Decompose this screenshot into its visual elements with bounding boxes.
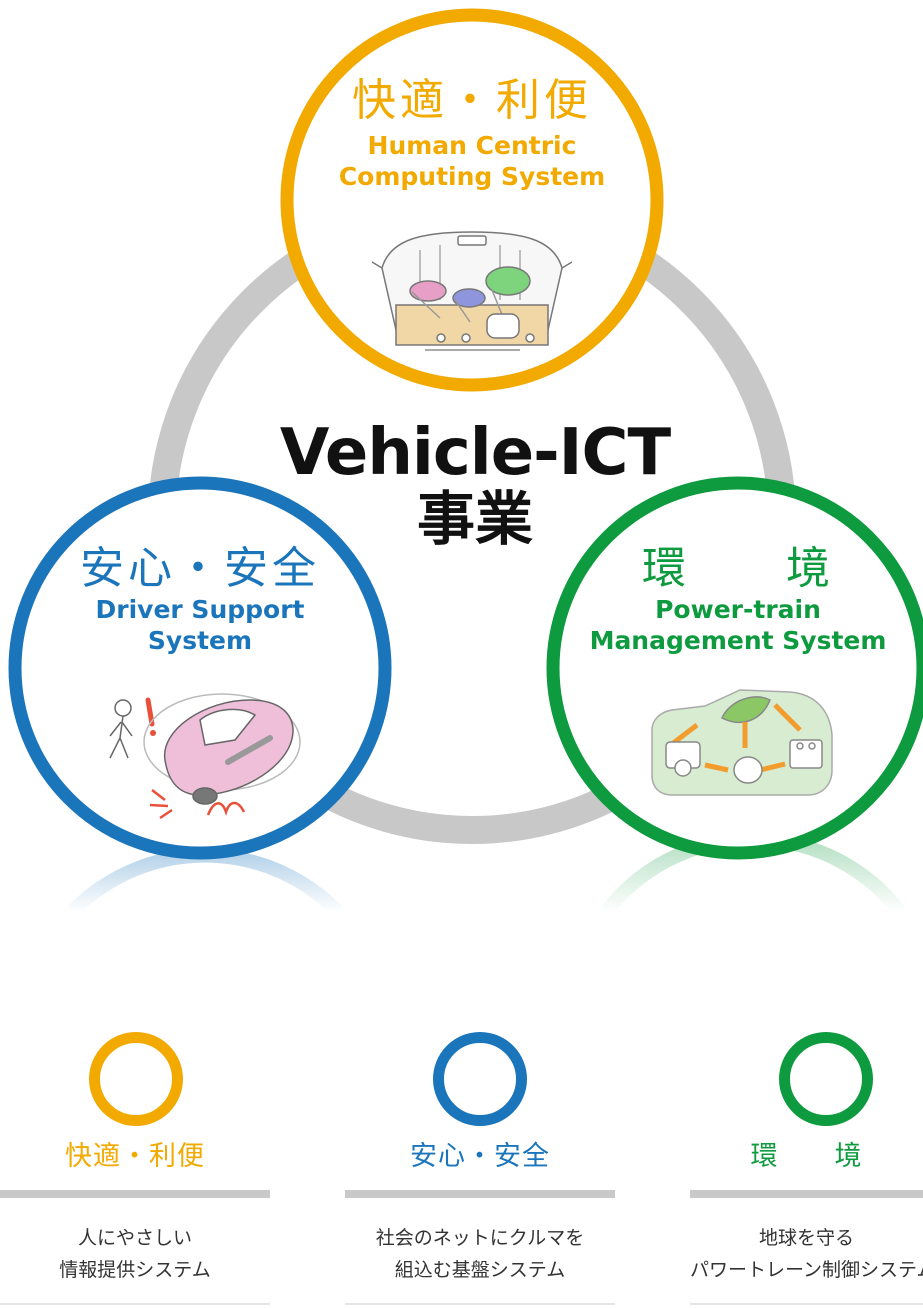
environment-circle-text: 環 境 Power-train Management System <box>588 543 888 657</box>
safety-circle <box>8 476 392 860</box>
safety-card-divider <box>345 1190 615 1198</box>
comfort-title: 快適・利便 <box>352 75 592 126</box>
comfort-card-bottom-line <box>0 1303 270 1305</box>
comfort-card-divider <box>0 1190 270 1198</box>
environment-subtitle-line2: Management System <box>589 626 887 656</box>
comfort-card-desc-line2: 情報提供システム <box>59 1259 211 1281</box>
environment-card-bottom-line <box>690 1303 923 1305</box>
reflection-blue <box>66 848 344 917</box>
comfort-card-description: 人にやさしい 情報提供システム <box>0 1222 280 1286</box>
comfort-subtitle-line1: Human Centric <box>367 131 577 161</box>
environment-card-description: 地球を守る パワートレーン制御システム <box>690 1222 923 1286</box>
car-interior-illustration <box>371 231 573 351</box>
environment-card-divider <box>690 1190 923 1198</box>
comfort-ring-icon <box>89 1032 183 1126</box>
environment-card-desc-line1: 地球を守る <box>758 1227 854 1249</box>
center-title-en: Vehicle-ICT <box>279 416 671 490</box>
safety-card-desc-line2: 組込む基盤システム <box>394 1259 566 1281</box>
center-title: Vehicle-ICT 事業 <box>230 418 720 552</box>
environment-card-label: 環 境 <box>750 1141 863 1172</box>
environment-subtitle-line1: Power-train <box>655 595 821 625</box>
pedestrian-car-illustration <box>109 693 301 820</box>
safety-subtitle-line1: Driver Support <box>95 595 305 625</box>
safety-circle-text: 安心・安全 Driver Support System <box>60 543 340 657</box>
environment-card-desc-line2: パワートレーン制御システム <box>690 1259 923 1281</box>
comfort-subtitle-line2: Computing System <box>338 162 606 192</box>
safety-card-bottom-line <box>345 1303 615 1305</box>
safety-title: 安心・安全 <box>80 543 320 594</box>
environment-ring-icon <box>779 1032 873 1126</box>
comfort-card-label: 快適・利便 <box>65 1141 205 1172</box>
center-title-jp: 事業 <box>416 485 533 554</box>
safety-card-desc-line1: 社会のネットにクルマを <box>375 1227 585 1249</box>
safety-card-description: 社会のネットにクルマを 組込む基盤システム <box>335 1222 625 1286</box>
comfort-circle-text: 快適・利便 Human Centric Computing System <box>332 75 612 193</box>
safety-card-label: 安心・安全 <box>410 1141 550 1172</box>
comfort-circle <box>280 8 664 392</box>
safety-ring-icon <box>433 1032 527 1126</box>
environment-title: 環 境 <box>642 543 834 594</box>
powertrain-illustration <box>651 689 833 796</box>
safety-subtitle-line2: System <box>147 626 253 656</box>
comfort-card-desc-line1: 人にやさしい <box>77 1227 192 1249</box>
